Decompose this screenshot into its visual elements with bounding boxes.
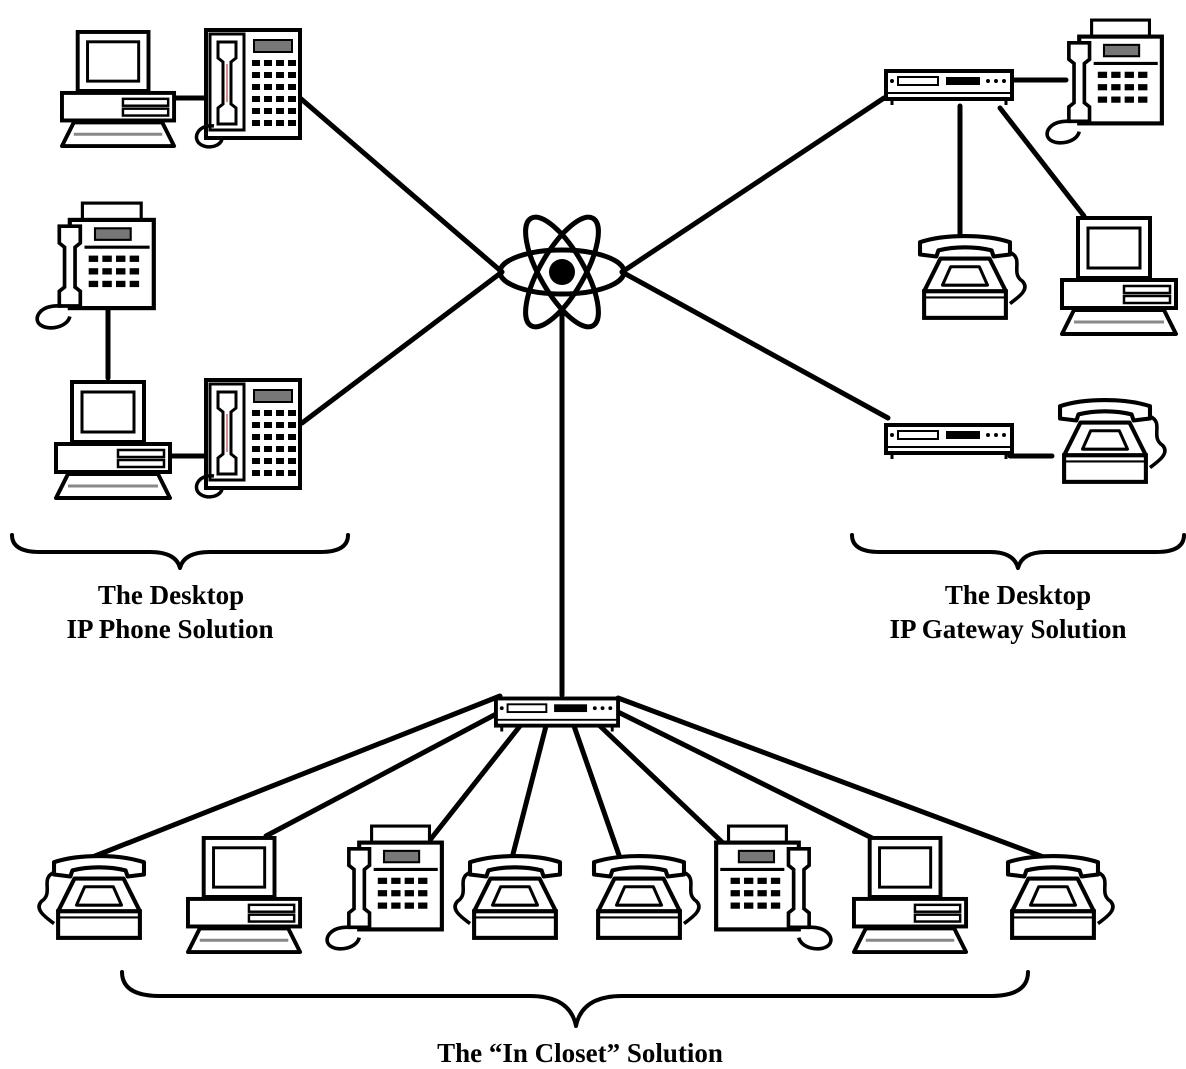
telephone-icon [594, 856, 699, 938]
in-closet-group [39, 696, 1113, 1028]
link-closet-1 [87, 693, 503, 861]
link-closet-6 [597, 723, 725, 845]
desktop-ip-phone-group [10, 30, 350, 570]
atom-icon [497, 214, 627, 330]
gateway-box-icon [493, 696, 621, 734]
brace-desktop-ip-gateway [850, 533, 1186, 570]
link-closet-3 [427, 723, 523, 843]
link-closet-2 [263, 709, 503, 839]
fax-phone-icon [327, 826, 442, 949]
ip-phone-icon [196, 30, 300, 147]
computer-icon [854, 838, 966, 952]
gateway-box-icon [886, 425, 1012, 459]
telephone-icon [1060, 400, 1165, 482]
telephone-icon [1008, 856, 1113, 938]
link-closet-4 [509, 723, 549, 861]
telephone-icon [920, 236, 1025, 318]
computer-icon [188, 838, 300, 952]
computer-icon [62, 32, 174, 146]
fax-phone-icon [37, 203, 154, 328]
link-closet-5 [571, 723, 623, 861]
link-closet-8 [615, 695, 1049, 861]
gateway-box-icon [886, 71, 1012, 105]
brace-in-closet [120, 970, 1030, 1028]
ip-phone-icon [196, 380, 300, 497]
telephone-icon [455, 856, 560, 938]
link-hub-ipphone-bottom [299, 269, 505, 426]
desktop-ip-gateway-group [850, 20, 1186, 570]
link-hub-ipphone-top [297, 95, 505, 275]
caption-in-closet: The “In Closet” Solution [437, 1038, 723, 1068]
link-hub-gateway-bottom [619, 269, 891, 421]
caption-desktop-ip-phone-line1: The Desktop [97, 580, 245, 610]
caption-desktop-ip-gateway-line1: The Desktop [944, 580, 1092, 610]
telephone-icon [39, 856, 144, 938]
link-closet-7 [615, 709, 875, 841]
computer-icon [1062, 218, 1176, 334]
caption-desktop-ip-gateway-line2: IP Gateway Solution [889, 614, 1127, 644]
fax-phone-icon [716, 826, 831, 949]
caption-desktop-ip-gateway: The Desktop IP Gateway Solution [848, 578, 1168, 646]
link-hub-gateway-top [619, 95, 887, 275]
computer-icon [56, 382, 170, 498]
link-gateway-computer [997, 105, 1087, 219]
brace-desktop-ip-phone [10, 533, 350, 570]
caption-desktop-ip-phone-line2: IP Phone Solution [66, 614, 274, 644]
caption-desktop-ip-phone: The Desktop IP Phone Solution [20, 578, 320, 646]
